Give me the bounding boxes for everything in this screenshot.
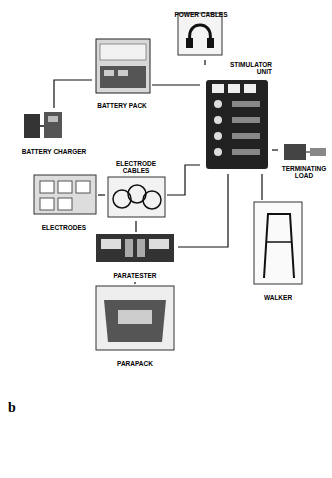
- picture-area: [278, 140, 330, 164]
- component-node: STIMULATOR UNIT: [200, 60, 272, 174]
- component-node: POWER CABLES: [172, 3, 230, 65]
- picture-area: [92, 284, 178, 352]
- part-name: STIMULATOR UNIT: [220, 61, 272, 76]
- picture-area: [172, 21, 230, 65]
- connector-line: [167, 165, 200, 195]
- label-row: POWER CABLES: [172, 3, 230, 21]
- connector-line: [204, 60, 205, 65]
- label-row: BATTERY PACK: [92, 94, 152, 112]
- label-row: ELECTRODES: [30, 216, 98, 234]
- panel-letter: b: [8, 400, 16, 416]
- part-name: PARAPACK: [117, 360, 153, 367]
- component-node: BATTERY PACK: [92, 36, 152, 112]
- component-node: PARAPACK: [92, 284, 178, 370]
- battery-pack-picture: [96, 39, 150, 93]
- connector-line: [261, 174, 262, 200]
- label-row: TERMINATING LOAD: [278, 164, 330, 182]
- component-node: TERMINATING LOAD: [278, 140, 330, 182]
- picture-area: [18, 108, 90, 140]
- label-row: WALKER: [250, 286, 306, 304]
- part-name: BATTERY CHARGER: [22, 148, 87, 155]
- label-row: ELECTRODE CABLES: [111, 159, 161, 177]
- walker-picture: [254, 202, 302, 284]
- electrode-cables-picture: [108, 177, 165, 217]
- label-row: PARAPACK: [92, 352, 178, 370]
- stimulator-unit-picture: [206, 80, 268, 169]
- terminating-load-picture: [284, 144, 326, 160]
- label-row: BATTERY CHARGER: [18, 140, 90, 158]
- power-cables-picture: [178, 13, 222, 55]
- part-name: TERMINATING LOAD: [278, 165, 330, 180]
- part-name: ELECTRODES: [42, 224, 86, 231]
- label-row: STIMULATOR UNIT: [220, 60, 272, 78]
- part-name: BATTERY PACK: [97, 102, 147, 109]
- picture-area: [92, 36, 152, 94]
- connector-line: [134, 282, 135, 284]
- component-node: WALKER: [250, 200, 306, 304]
- component-node: ELECTRODE CABLES: [105, 159, 167, 221]
- part-name: ELECTRODE CABLES: [111, 160, 161, 175]
- connector-line: [135, 221, 136, 232]
- parapack-picture: [96, 286, 174, 350]
- battery-charger-picture: [24, 112, 62, 138]
- component-node: PARATESTER: [92, 232, 178, 282]
- label-row: PARATESTER: [92, 264, 178, 282]
- picture-area: [250, 200, 306, 286]
- connector-line: [152, 84, 200, 85]
- connector-line: [54, 80, 92, 108]
- electrodes-picture: [34, 175, 96, 214]
- component-node: BATTERY CHARGER: [18, 108, 90, 158]
- picture-area: [105, 177, 167, 221]
- connector-line: [272, 149, 278, 150]
- connector-line: [178, 174, 228, 247]
- connector-line: [98, 194, 105, 195]
- part-name: POWER CABLES: [174, 11, 227, 18]
- part-name: PARATESTER: [113, 272, 156, 279]
- paratester-picture: [96, 234, 174, 262]
- picture-area: [92, 232, 178, 264]
- picture-area: [30, 172, 98, 216]
- component-node: ELECTRODES: [30, 172, 98, 234]
- part-name: WALKER: [264, 294, 292, 301]
- picture-area: [200, 78, 272, 174]
